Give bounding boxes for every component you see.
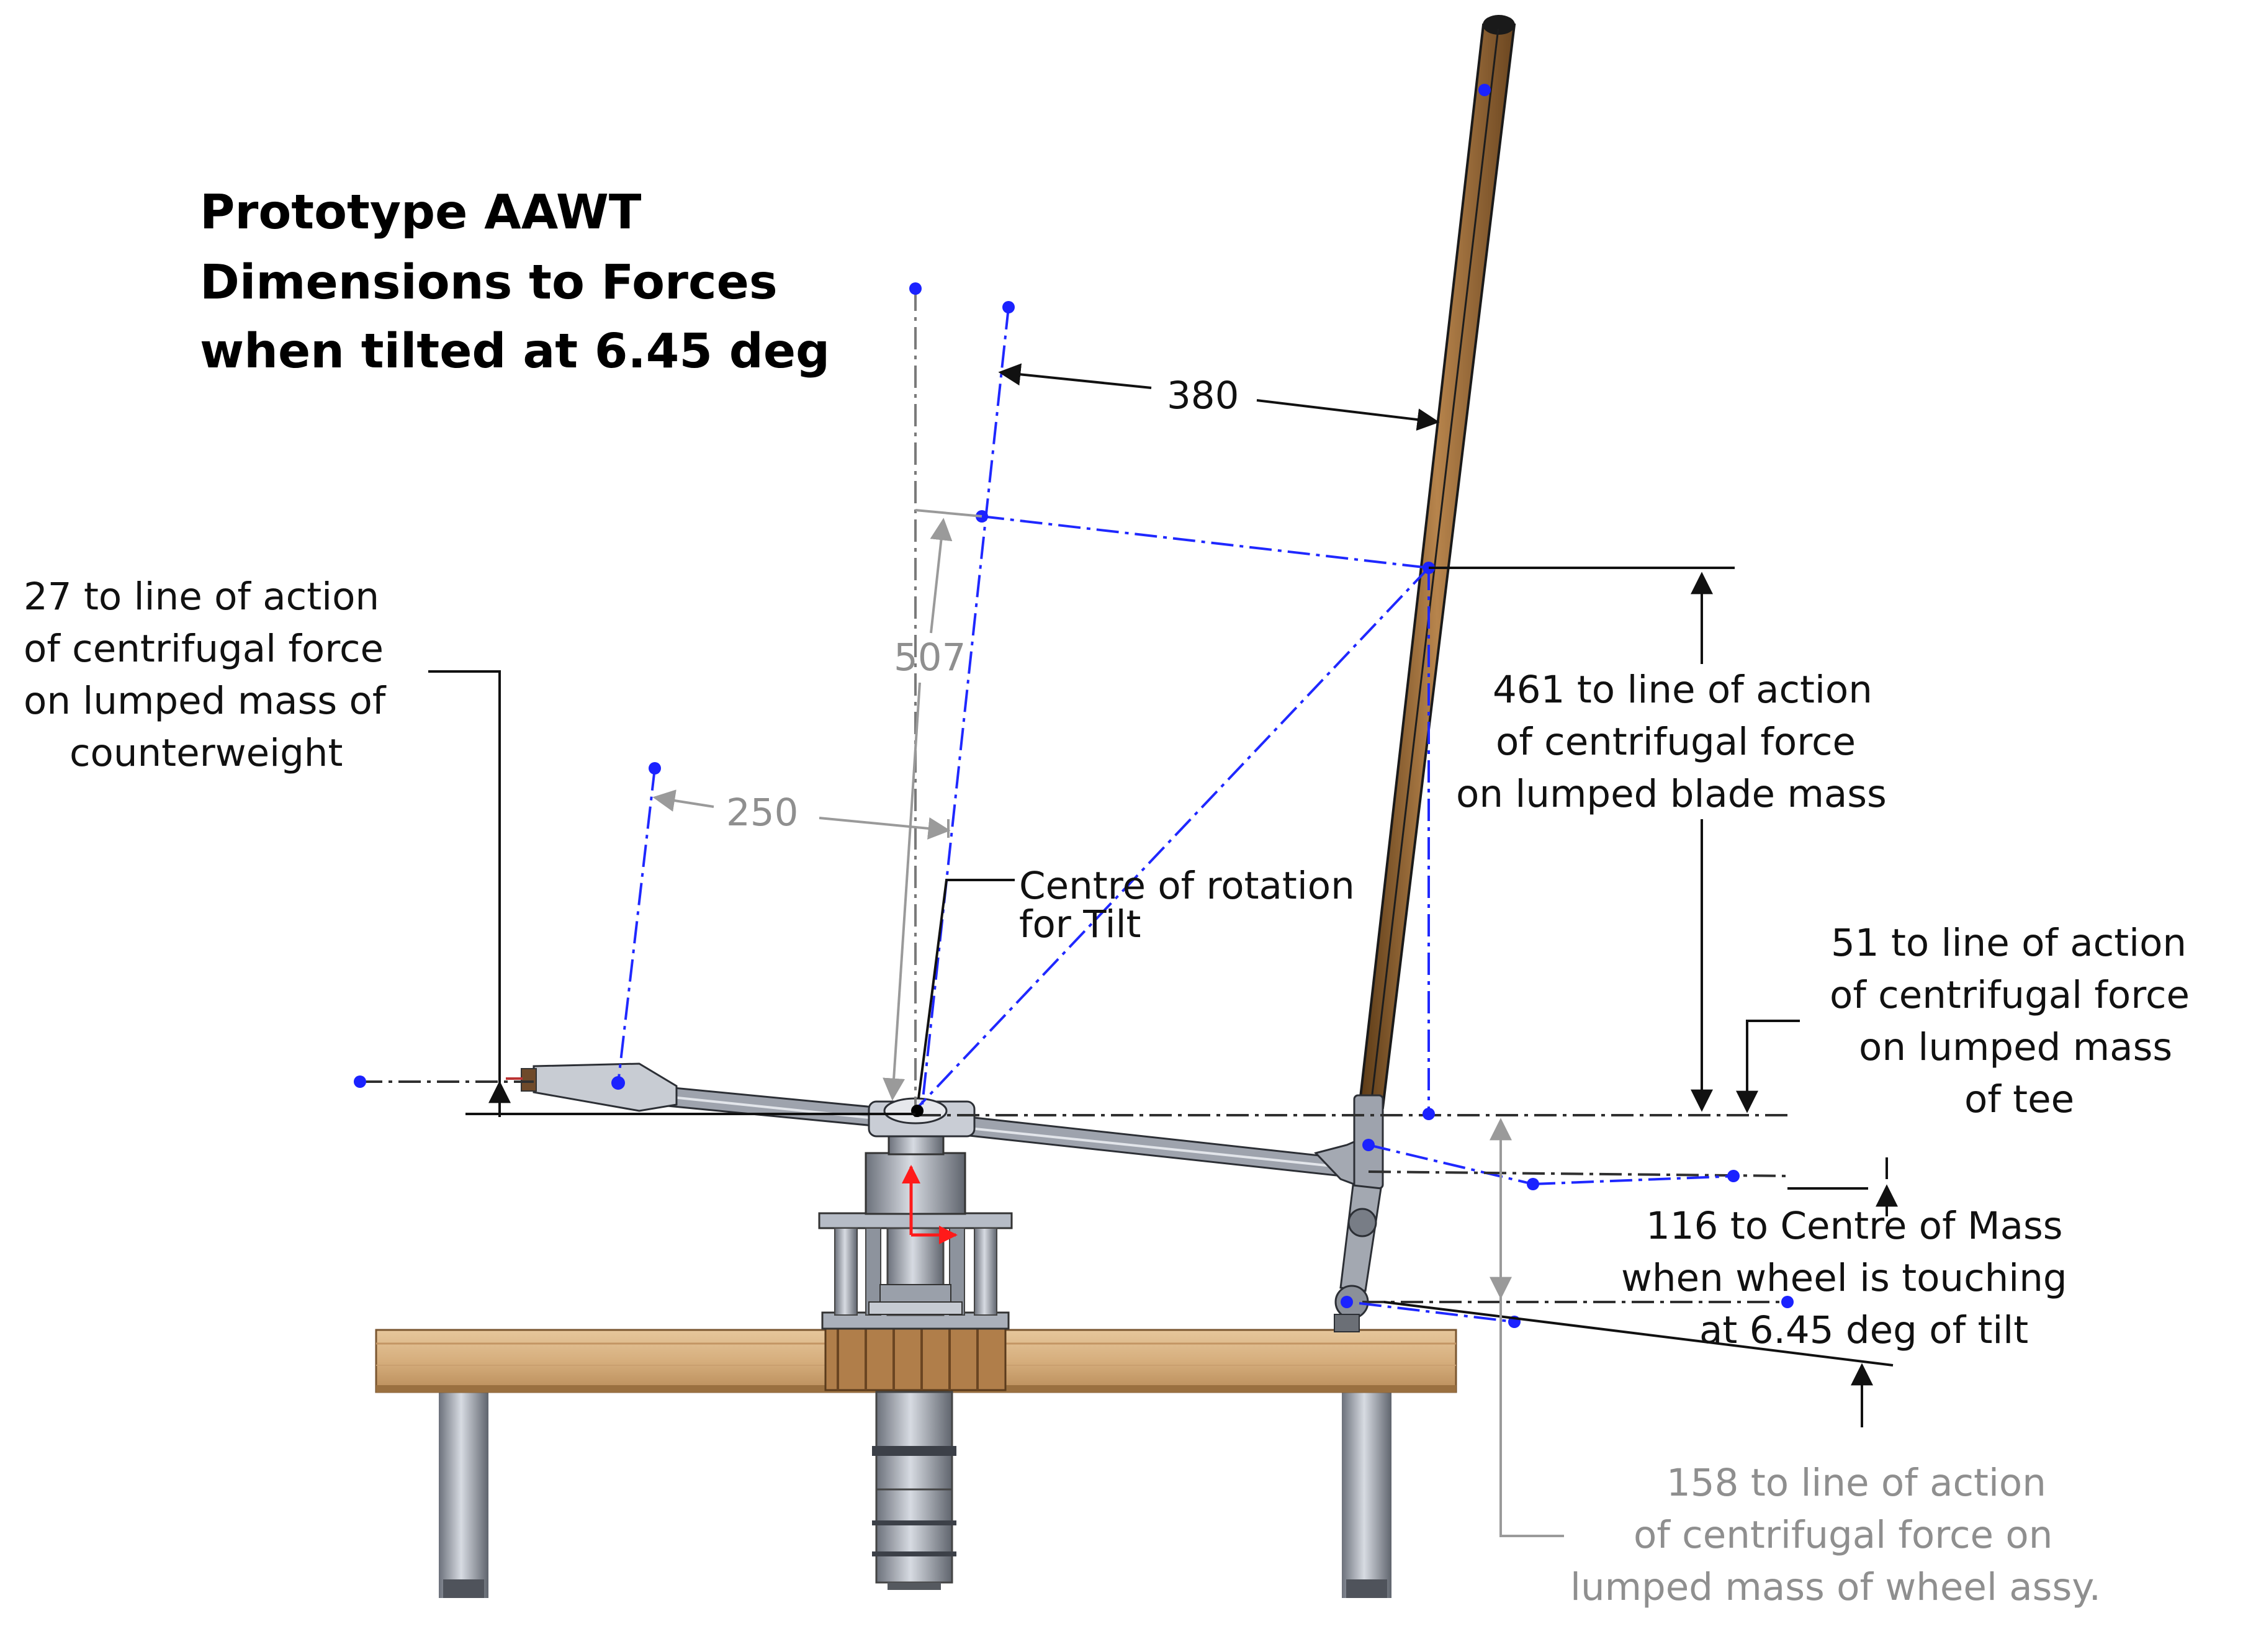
counterweight-housing <box>533 1062 678 1112</box>
tee-line-1: 51 to line of action <box>1831 921 2187 965</box>
tilted-axis-line <box>921 307 1010 1105</box>
annotation-counterweight: 27 to line of action of centrifugal forc… <box>24 575 915 1117</box>
point <box>1781 1296 1794 1308</box>
tee-mass-point <box>1362 1139 1375 1151</box>
wheel-line-3: lumped mass of wheel assy. <box>1570 1565 2101 1609</box>
wheel-mass-point <box>1341 1296 1353 1308</box>
diagram-title: Prototype AAWT Dimensions to Forces when… <box>200 185 830 379</box>
point <box>649 762 661 774</box>
dimension-380: 380 <box>998 363 1440 431</box>
dim-507-label: 507 <box>894 635 966 680</box>
cw-line-2: of centrifugal force <box>24 627 384 671</box>
blade-line-2: of centrifugal force <box>1496 720 1856 764</box>
construction-lines <box>360 289 1788 1323</box>
cw-line-3: on lumped mass of <box>24 679 387 723</box>
wheel-strut <box>1339 1184 1382 1292</box>
wheel-blue-line <box>1359 1302 1515 1323</box>
hub-cylinder <box>865 1152 966 1215</box>
upper-plate <box>818 1212 1013 1229</box>
blade-to-pivot-line <box>917 567 1430 1108</box>
counterweight-axis-line <box>617 768 656 1084</box>
tee-line-3: on lumped mass <box>1859 1025 2172 1069</box>
dim-250-label: 250 <box>726 791 798 835</box>
com-blue-line <box>1532 1175 1738 1185</box>
point <box>1423 1108 1435 1120</box>
table-leg-right <box>1342 1390 1391 1598</box>
com-line-3: at 6.45 deg of tilt <box>1699 1308 2028 1352</box>
dimension-250: 250 <box>652 789 951 840</box>
blade-assembly <box>1334 15 1516 1332</box>
tee-level-line <box>1368 1170 1788 1177</box>
point <box>909 282 922 295</box>
dim-380-label: 380 <box>1167 374 1239 418</box>
com-line-1: 116 to Centre of Mass <box>1646 1204 2063 1248</box>
cw-line-4: counterweight <box>70 731 343 775</box>
tee-line-4: of tee <box>1964 1077 2074 1121</box>
centre-rotation-line-1: Centre of rotation <box>1019 864 1355 908</box>
blade-line-3: on lumped blade mass <box>1456 772 1887 816</box>
title-line-3: when tilted at 6.45 deg <box>200 324 830 379</box>
dimension-507: 507 <box>883 509 982 1101</box>
tee-line-2: of centrifugal force <box>1830 973 2190 1017</box>
point <box>1478 84 1491 96</box>
annotation-centre-mass: 116 to Centre of Mass when wheel is touc… <box>1383 1157 2067 1427</box>
com-line-2: when wheel is touching <box>1621 1256 2067 1300</box>
point <box>354 1075 366 1088</box>
wheel-line-2: of centrifugal force on <box>1634 1513 2052 1557</box>
mount-block <box>824 1327 1007 1391</box>
annotation-centre-rotation: Centre of rotation for Tilt <box>917 864 1355 1099</box>
table-leg-left <box>439 1390 488 1598</box>
blade-perp-line <box>981 515 1429 569</box>
blade <box>1357 24 1516 1109</box>
centre-rotation-line-2: for Tilt <box>1019 902 1141 946</box>
counterweight-mass-point <box>611 1076 625 1090</box>
motor-hub-stack <box>818 1128 1013 1590</box>
motor-lower <box>875 1488 953 1584</box>
point <box>1527 1178 1539 1190</box>
blade-line-1: 461 to line of action <box>1493 668 1872 712</box>
annotation-wheel: 158 to line of action of centrifugal for… <box>1490 1118 2101 1609</box>
cw-line-1: 27 to line of action <box>24 575 379 619</box>
point <box>1002 301 1015 313</box>
point <box>1727 1170 1740 1182</box>
title-line-2: Dimensions to Forces <box>200 255 778 310</box>
wheel-line-1: 158 to line of action <box>1666 1461 2046 1505</box>
tee-line <box>1368 1144 1534 1185</box>
title-line-1: Prototype AAWT <box>200 185 642 240</box>
annotation-tee: 51 to line of action of centrifugal forc… <box>1736 921 2190 1121</box>
annotation-blade: 461 to line of action of centrifugal for… <box>1429 567 1887 1112</box>
